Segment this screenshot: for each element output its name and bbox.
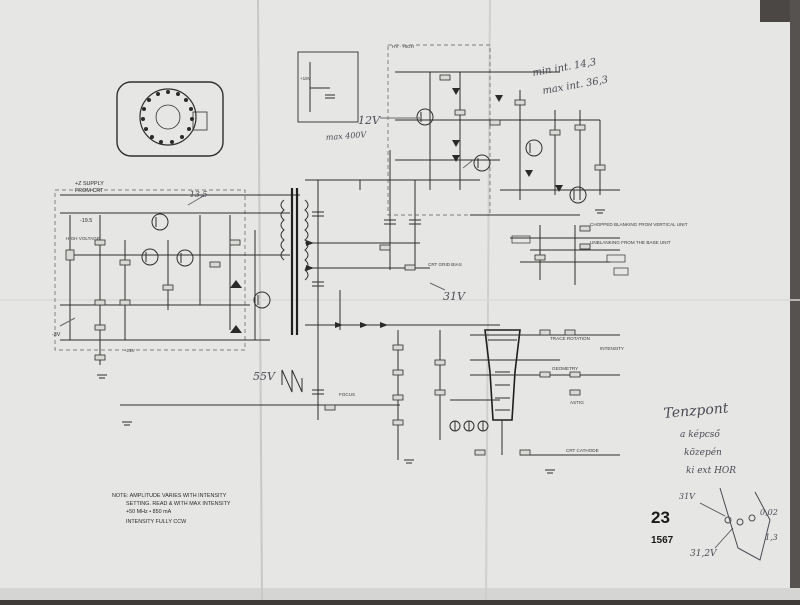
note-line-1: NOTE: AMPLITUDE VARIES WITH INTENSITY: [112, 493, 227, 499]
label-unblanking: UNBLANKING FROM THE BASE UNIT: [590, 240, 671, 245]
label-intensity: INTENSITY: [600, 346, 624, 351]
label-geometry: GEOMETRY: [552, 366, 578, 371]
hand-55v: 55V: [253, 370, 276, 383]
transistor-q2: [141, 248, 159, 266]
label-crt-cathode: CRT CATHODE: [566, 448, 599, 453]
hv-regulator-block: [387, 44, 491, 216]
transistor-q7: [525, 139, 543, 157]
label-focus: FOCUS: [339, 392, 355, 397]
label-hv-block: HV - HIGH: [392, 44, 414, 49]
label-rail-plus: +18V: [300, 76, 312, 81]
drawing-number: 1567: [651, 535, 674, 546]
label-trace-rotation: TRACE ROTATION: [550, 336, 590, 341]
label-minus-3v: -3V: [52, 332, 61, 338]
hv-transformer: [280, 188, 309, 335]
hand-12v: 12V: [358, 114, 381, 127]
transistor-q4: [253, 291, 271, 309]
crt-tube: [484, 329, 521, 455]
hand-31v: 31V: [443, 290, 466, 303]
hand-kozepen: közepén: [684, 447, 722, 458]
transistor-q3: [176, 249, 194, 267]
note-line-4: INTENSITY FULLY CCW: [126, 519, 187, 525]
hand-1-3: 1,3: [765, 533, 778, 542]
hand-0-02: 0,02: [760, 508, 778, 517]
page-number: 23: [651, 508, 670, 527]
hand-max-400v: max 400V: [326, 130, 368, 142]
pin-sketch: [699, 487, 771, 561]
label-rail-195: -19.5: [80, 218, 92, 224]
crt-socket-diagram: [116, 81, 224, 157]
hand-a-kepcso: a képcső: [680, 429, 720, 440]
label-astig: ASTIG: [570, 400, 584, 405]
hand-minus-13-5: -13,5: [187, 190, 208, 199]
label-from-crt: FROM CRT: [75, 188, 104, 194]
transistor-q5: [416, 108, 434, 126]
note-line-2: SETTING. READ & WITH MAX INTENSITY: [126, 501, 231, 507]
hand-31-2v: 31,2V: [690, 549, 718, 559]
transistor-q6: [473, 154, 491, 172]
label-rail-minus: -21V: [125, 348, 136, 353]
ground-symbols: [97, 209, 605, 474]
label-z-supply: +Z SUPPLY: [75, 181, 104, 187]
label-chopped-blanking: CHOPPED BLANKING FROM VERTICAL UNIT: [590, 222, 688, 227]
note-line-3: +50 MHz • 850 mA: [126, 509, 172, 515]
label-high-voltage: HIGH VOLTAGE: [66, 236, 100, 241]
transistor-q8: [569, 186, 587, 204]
sawtooth-waveform-icon: [281, 369, 303, 393]
supply-subcircuit: [297, 51, 359, 123]
hand-tenzpont: Tenzpont: [663, 400, 729, 422]
transistor-q1: [151, 213, 169, 231]
hand-31v-small: 31V: [679, 492, 696, 501]
hv-oscillator-block: [54, 189, 246, 351]
label-crt-grid-bias: CRT GRID BIAS: [428, 262, 462, 267]
hand-ki-ext-hor: ki ext HOR: [686, 466, 736, 476]
